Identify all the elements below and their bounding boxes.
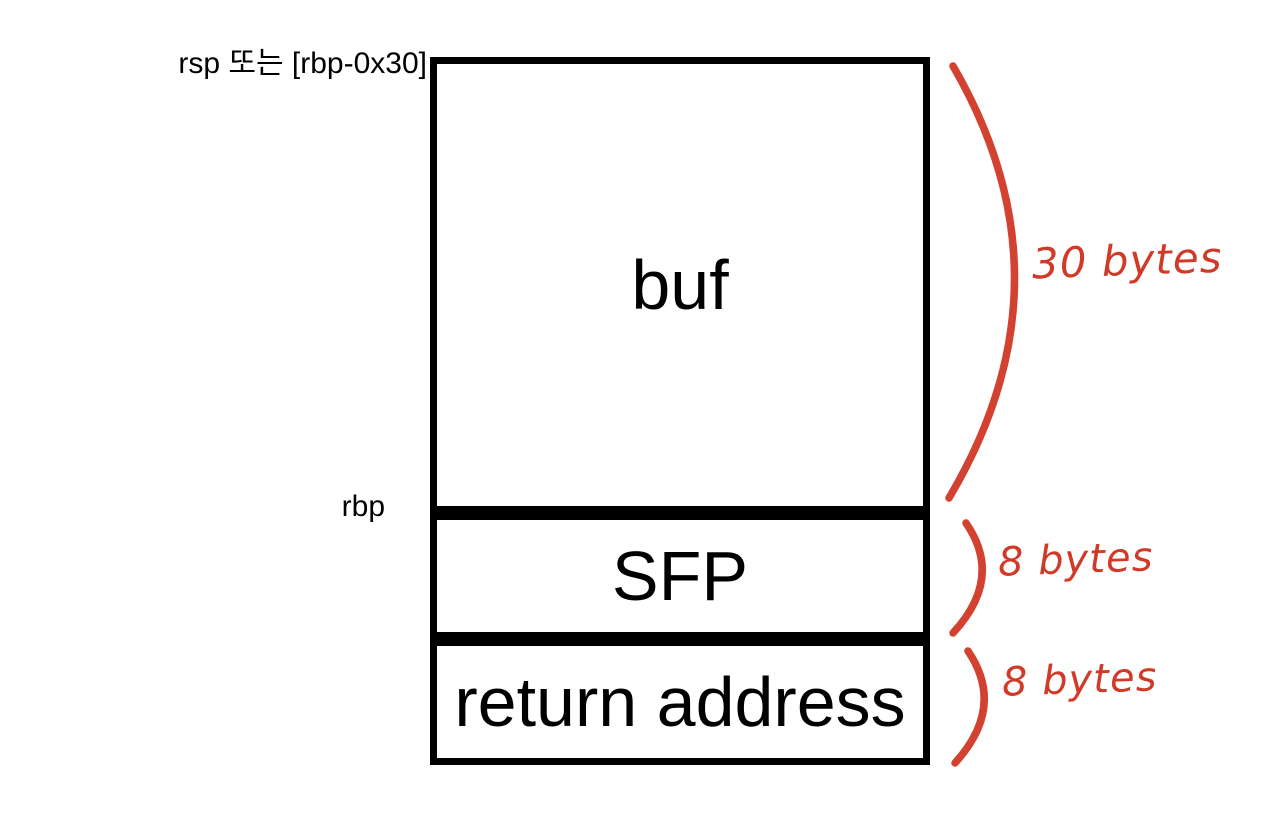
stack-frame-buf: buf [430, 57, 930, 513]
sfp-label: SFP [611, 537, 749, 615]
rbp-pointer-label: rbp [341, 490, 385, 523]
rsp-pointer-label: rsp 또는 [rbp-0x30] [178, 47, 427, 80]
sfp-size-annotation: 8 bytes [997, 534, 1155, 586]
return-address-label: return address [454, 663, 906, 741]
return-size-annotation: 8 bytes [1001, 654, 1159, 706]
buf-size-annotation: 30 bytes [1031, 232, 1224, 289]
buf-label: buf [631, 246, 729, 324]
return-size-brace-arc [951, 647, 988, 767]
stack-frame-sfp: SFP [430, 513, 930, 639]
buf-size-brace-arc [945, 62, 1019, 502]
stack-frame-return-address: return address [430, 639, 930, 765]
sfp-size-brace-arc [949, 519, 986, 637]
